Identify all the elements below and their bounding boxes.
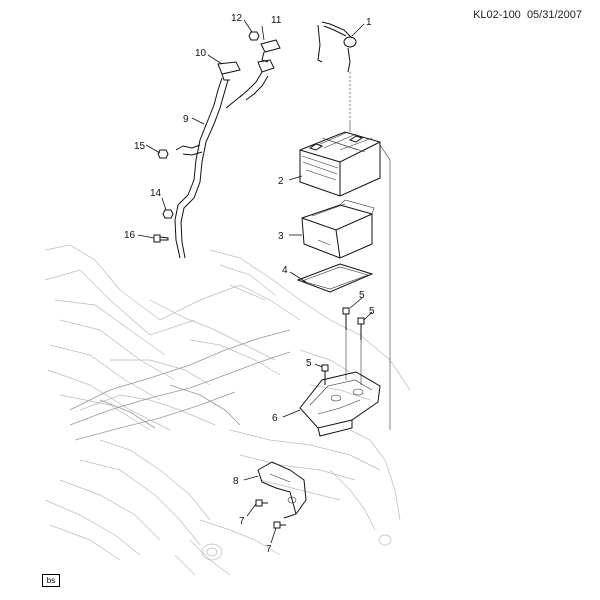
bolt-5-a [342,307,350,330]
battery-hold-down-bracket [317,21,357,120]
nut-12 [248,31,260,41]
callout-14: 14 [150,188,162,199]
bolt-5-c [321,364,329,385]
callout-15: 15 [134,141,146,152]
vehicle-body-structure [44,244,411,576]
battery-tray-support [257,461,307,519]
bolt-5-b [357,317,365,340]
battery-mat [296,263,374,293]
callout-10: 10 [195,48,207,59]
callout-4: 4 [282,265,288,276]
bolt-7-a [255,499,268,507]
bolt-7-b [273,521,286,529]
callout-8: 8 [233,476,239,487]
nut-14 [162,209,174,219]
callout-16: 16 [124,230,136,241]
callout-5-a: 5 [359,290,365,301]
callout-6: 6 [272,413,278,424]
callout-9: 9 [183,114,189,125]
callout-2: 2 [278,176,284,187]
bolt-16 [153,234,169,243]
diagram-reference-header: KL02-100 05/31/2007 [473,9,582,21]
callout-3: 3 [278,231,284,242]
leader-lines [137,19,373,544]
alignment-lines [345,120,391,430]
cable-terminal-10 [217,61,241,81]
callout-7-a: 7 [239,516,245,527]
callout-5-b: 5 [369,306,375,317]
battery-cable-harness [174,71,269,259]
diagram-date: 05/31/2007 [526,9,582,21]
battery-tray [299,371,381,437]
corner-tag: bs [42,574,60,587]
nut-15 [157,149,169,159]
callout-11: 11 [271,15,282,26]
cowl-panel [69,329,291,441]
callout-1: 1 [366,17,372,28]
diagram-reference-code: KL02-100 [473,9,521,21]
battery-insulator-box [301,199,375,259]
cable-terminal-11 [257,39,281,73]
callout-7-b: 7 [266,544,272,555]
callout-12: 12 [231,13,243,24]
battery [299,131,381,197]
callout-5-c: 5 [306,358,312,369]
